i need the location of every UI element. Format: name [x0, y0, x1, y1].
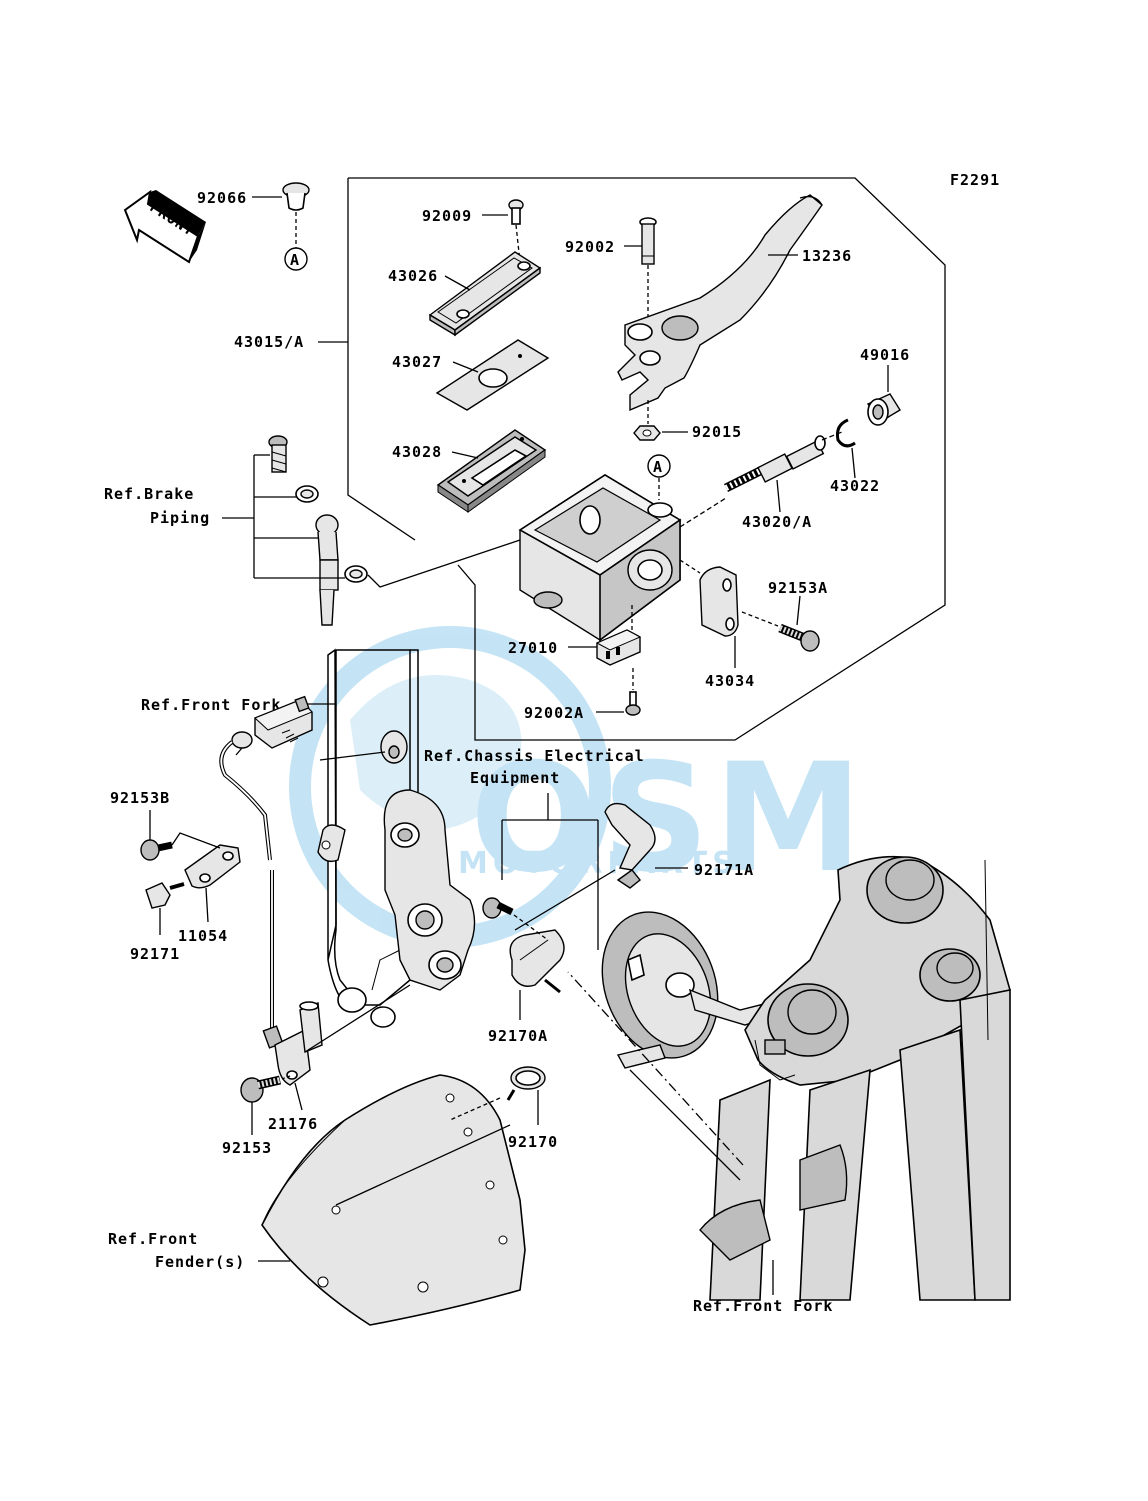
part-92171a-clip: [604, 802, 656, 889]
watermark-sub: MOTORPARTS: [458, 846, 739, 881]
part-11054-bracket: [184, 844, 241, 889]
part-43027-diaphragm-plate: [435, 339, 550, 411]
part-21176-sensor: [274, 1001, 323, 1086]
part-92002-pivot-bolt: [639, 217, 657, 265]
svg-text:A: A: [290, 251, 300, 269]
ref-brake-piping-2: Piping: [150, 509, 210, 527]
part-front-fork-right: [699, 859, 1011, 1301]
label-43027: 43027: [392, 353, 442, 371]
part-43028-diaphragm: [436, 429, 547, 513]
part-92171-clip: [145, 882, 185, 909]
label-92153a: 92153A: [768, 579, 828, 597]
label-43022: 43022: [830, 477, 880, 495]
part-49016-boot: [866, 393, 901, 426]
part-43022-circlip: [836, 418, 856, 448]
ref-front-fork-bottom: Ref.Front Fork: [693, 1297, 833, 1315]
label-43026: 43026: [388, 267, 438, 285]
diagram-code: F2291: [950, 171, 1000, 189]
part-92153a-bolt: [778, 623, 820, 652]
label-92009: 92009: [422, 207, 472, 225]
label-43034: 43034: [705, 672, 755, 690]
front-arrow-icon: FRONT: [123, 189, 206, 264]
part-92153-bolt: [240, 1075, 281, 1103]
part-brake-caliper: [317, 730, 476, 991]
part-horn: [601, 911, 806, 1069]
label-43015a: 43015/A: [234, 333, 304, 351]
label-11054: 11054: [178, 927, 228, 945]
ref-chassis-1: Ref.Chassis Electrical: [424, 747, 645, 765]
label-92153: 92153: [222, 1139, 272, 1157]
part-92170a-bracket: [482, 897, 565, 994]
detail-ref-a-right: A: [647, 454, 671, 478]
ref-fender-1: Ref.Front: [108, 1230, 198, 1248]
label-92171: 92171: [130, 945, 180, 963]
part-13236-brake-lever: [617, 194, 823, 412]
part-92015-nut: [633, 425, 661, 441]
ref-front-fork-top: Ref.Front Fork: [141, 696, 281, 714]
svg-text:A: A: [653, 458, 663, 476]
part-92066-cap: [282, 182, 310, 211]
part-steering-stem: [744, 855, 1011, 1086]
watermark: OSM MOTORPARTS: [289, 626, 867, 948]
label-92002a: 92002A: [524, 704, 584, 722]
part-master-cylinder-body: [518, 474, 682, 642]
part-abs-sensor-wire: [219, 695, 313, 1049]
ref-chassis-2: Equipment: [470, 769, 560, 787]
part-43026-reservoir-cap: [428, 251, 542, 337]
part-92009-screw: [508, 199, 524, 225]
label-92066: 92066: [197, 189, 247, 207]
label-21176: 21176: [268, 1115, 318, 1133]
part-27010-switch: [595, 629, 642, 666]
label-92015: 92015: [692, 423, 742, 441]
part-92002a-screw: [625, 691, 641, 716]
part-front-fender: [261, 1074, 526, 1326]
watermark-brand: OSM: [470, 732, 867, 906]
detail-ref-a-left: A: [284, 247, 308, 271]
part-43020a-piston-kit: [723, 435, 826, 493]
label-43020a: 43020/A: [742, 513, 812, 531]
part-43034-clamp: [699, 566, 739, 637]
ref-fender-2: Fender(s): [155, 1253, 245, 1271]
part-92153b-bolt: [140, 839, 173, 861]
label-49016: 49016: [860, 346, 910, 364]
label-13236: 13236: [802, 247, 852, 265]
part-92170-clamp: [506, 1066, 546, 1101]
label-92002: 92002: [565, 238, 615, 256]
ref-brake-piping-1: Ref.Brake: [104, 485, 194, 503]
label-27010: 27010: [508, 639, 558, 657]
part-brake-piping: [268, 435, 368, 626]
label-92153b: 92153B: [110, 789, 170, 807]
assembly-boundary: [348, 177, 946, 741]
label-92171a: 92171A: [694, 861, 754, 879]
label-43028: 43028: [392, 443, 442, 461]
label-92170a: 92170A: [488, 1027, 548, 1045]
label-92170: 92170: [508, 1133, 558, 1151]
